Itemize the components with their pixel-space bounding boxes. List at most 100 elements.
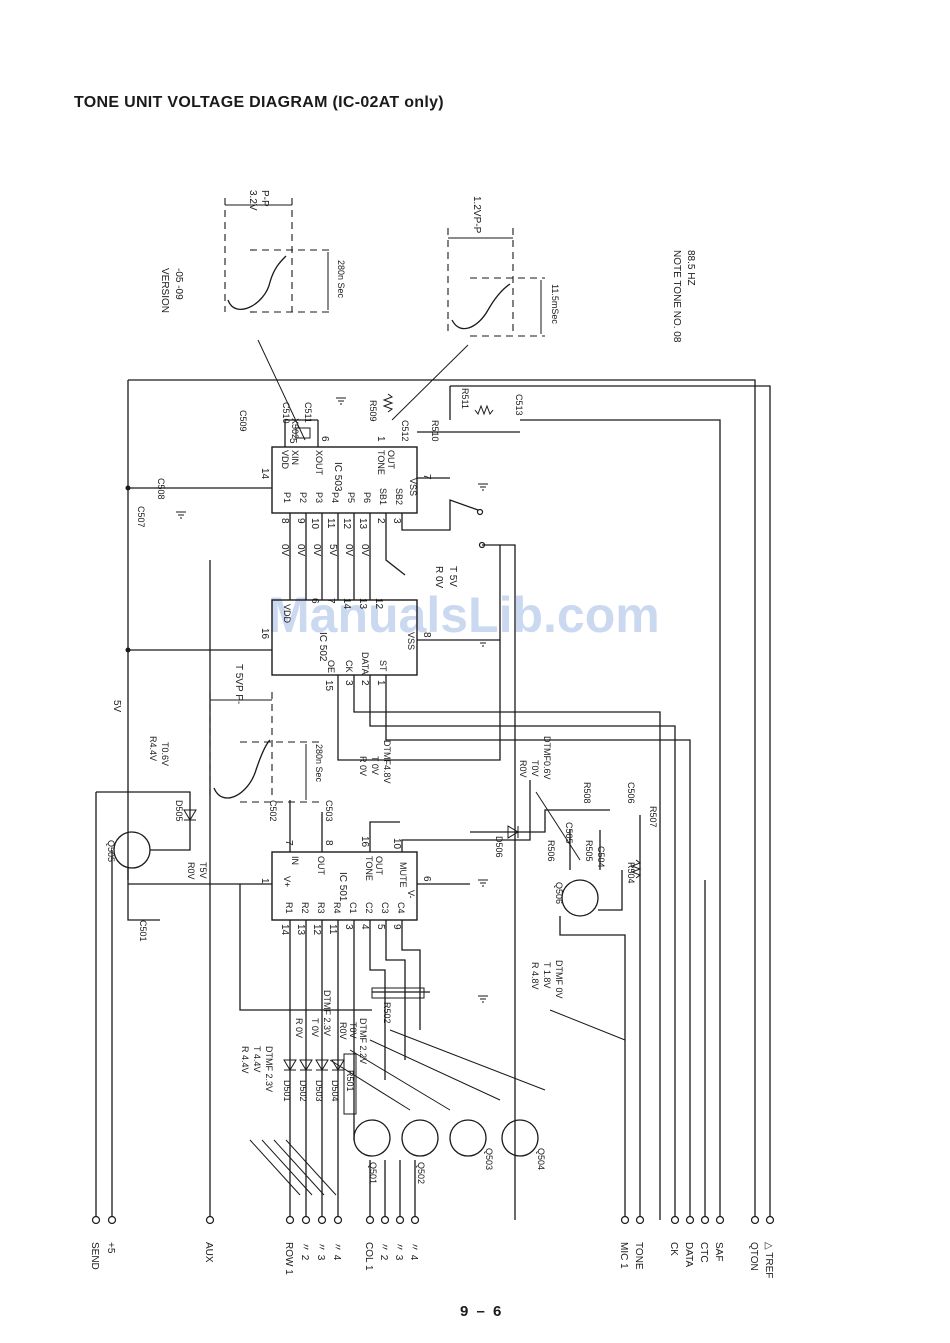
ic501: IC 501 V+ IN OUT TONE OUT MUTE V- R1 R2 … xyxy=(259,836,432,936)
terminal-data[interactable] xyxy=(685,1215,695,1225)
terminal-qton[interactable] xyxy=(750,1215,760,1225)
ic502-pin-num: 8 xyxy=(421,632,432,638)
tone-note-line1: NOTE TONE NO. 08 xyxy=(671,250,682,343)
terminal-label: COL 1 xyxy=(363,1242,374,1271)
terminal-col2[interactable] xyxy=(380,1215,390,1225)
c506-label: C506 xyxy=(626,782,636,804)
ic502-name: IC 502 xyxy=(317,632,328,662)
ic503: IC 503 VDD XIN XOUT TONE OUT VSS P1 P2 P… xyxy=(259,436,432,530)
waveform-2: 1.2VP-P 11.5mSec xyxy=(391,196,560,421)
ic501-pin-c4: C4 xyxy=(396,902,406,914)
ic502-pin-num: 14 xyxy=(341,598,352,610)
d502-r-voltage: R 0V xyxy=(294,1018,304,1038)
ic503-pin-num: 13 xyxy=(357,518,368,530)
q505-r-voltage: R4.4V xyxy=(148,736,158,761)
r502-t-voltage: T 1.8V xyxy=(542,962,552,988)
ic501-pin-r2: R2 xyxy=(300,902,310,914)
version-label: VERSION xyxy=(159,268,170,313)
terminal-plus5[interactable] xyxy=(107,1215,117,1225)
terminal-col1[interactable] xyxy=(365,1215,375,1225)
p4-voltage: 5V xyxy=(327,544,338,557)
c504-label: C504 xyxy=(596,846,606,868)
r507-label: R507 xyxy=(648,806,658,828)
ic502-pin-ck: CK xyxy=(344,660,354,673)
terminal-row2[interactable] xyxy=(301,1215,311,1225)
terminal-mic1[interactable] xyxy=(620,1215,630,1225)
ic501-pin-num: 14 xyxy=(279,924,290,936)
terminal-aux[interactable] xyxy=(205,1215,215,1225)
ic501-pin-r3: R3 xyxy=(316,902,326,914)
ic503-pin-p3: P3 xyxy=(314,492,324,503)
r501-dtmf-voltage: DTMF 2.2V xyxy=(358,1018,368,1064)
ic501-pin-vminus: V- xyxy=(406,890,416,899)
terminal-tref[interactable] xyxy=(765,1215,775,1225)
q505-bias-t-voltage: T5V xyxy=(198,862,208,879)
ic501-pin-num: 5 xyxy=(375,924,386,930)
c502-label: C502 xyxy=(268,800,278,822)
ic503-pin-num: 11 xyxy=(325,518,336,529)
q505-t-voltage: T0.6V xyxy=(160,742,170,766)
ic501-pin-c3: C3 xyxy=(380,902,390,914)
ic503-pin-num: 10 xyxy=(309,518,320,530)
d505-label: D505 xyxy=(174,800,184,822)
r501-r-voltage: R0V xyxy=(338,1022,348,1040)
ic503-name: IC 503 xyxy=(332,462,343,492)
tone-note-line2: 88.5 HZ xyxy=(685,250,696,286)
ic503-pin-p2: P2 xyxy=(298,492,308,503)
q502-label: Q502 xyxy=(416,1162,426,1184)
c505-label: C505 xyxy=(564,822,574,844)
ic502-pin-vss: VSS xyxy=(406,632,416,650)
ic503-pin-num: 5 xyxy=(287,438,298,444)
d501-r-voltage: R 4.4V xyxy=(240,1046,250,1074)
terminal-row4[interactable] xyxy=(333,1215,343,1225)
terminal-label: TONE xyxy=(633,1242,644,1270)
terminal-col3[interactable] xyxy=(395,1215,405,1225)
d502-label: D502 xyxy=(298,1080,308,1102)
ic501-pin-num: 9 xyxy=(391,924,402,930)
terminal-label: SEND xyxy=(89,1242,100,1270)
ic502-pin-num: 2 xyxy=(359,680,370,686)
q506-t-voltage: T0V xyxy=(530,760,540,777)
r502-label: R502 xyxy=(382,1002,392,1024)
ic501-pin-mute: MUTE xyxy=(398,862,408,888)
ic502-pin-num: 15 xyxy=(323,680,334,692)
d501-t-voltage: T 4.4V xyxy=(252,1046,262,1072)
terminal-tone[interactable] xyxy=(635,1215,645,1225)
terminal-send[interactable] xyxy=(91,1215,101,1225)
d506-label: D506 xyxy=(494,836,504,858)
q506-r-voltage: R0V xyxy=(518,760,528,778)
r502-r-voltage: R 4.8V xyxy=(530,962,540,990)
terminal-ctc[interactable] xyxy=(700,1215,710,1225)
terminal-row3[interactable] xyxy=(317,1215,327,1225)
p3-voltage: 0V xyxy=(311,544,322,557)
ic502-pin-num: 7 xyxy=(325,598,336,604)
terminal-ck[interactable] xyxy=(670,1215,680,1225)
w2-time-label: 11.5mSec xyxy=(550,284,560,324)
w3-time-label: 280n Sec xyxy=(314,744,324,783)
r508-label: R508 xyxy=(582,782,592,804)
ic501-pin-num: 10 xyxy=(391,838,402,850)
q501-label: Q501 xyxy=(368,1162,378,1184)
ic502-pin-oe: OE xyxy=(326,660,336,673)
ic503-pin-num: 3 xyxy=(391,518,402,524)
w2-amp-label: 1.2VP-P xyxy=(471,196,482,234)
ic502-pin-num: 16 xyxy=(259,628,270,640)
c508-label: C508 xyxy=(156,478,166,500)
c507-label: C507 xyxy=(136,506,146,528)
terminal-saf[interactable] xyxy=(715,1215,725,1225)
p6-voltage: 0V xyxy=(359,544,370,557)
terminal-col4[interactable] xyxy=(410,1215,420,1225)
ic501-pin-tone: TONE xyxy=(364,856,374,881)
ic503-pin-num: 14 xyxy=(259,468,270,480)
ic501-pin-in: IN xyxy=(290,856,300,865)
5v-label: 5V xyxy=(111,700,122,713)
ic503-pin-xout: XOUT xyxy=(314,450,324,476)
ic502-pin-num: 3 xyxy=(343,680,354,686)
page-title: TONE UNIT VOLTAGE DIAGRAM (IC-02AT only) xyxy=(74,94,444,111)
ic501-pin-num: 4 xyxy=(359,924,370,930)
d503-label: D503 xyxy=(314,1080,324,1102)
terminal-row1[interactable] xyxy=(285,1215,295,1225)
r502-body xyxy=(371,987,425,999)
terminal-labels: SEND +5 AUX ROW 1 〃 2 〃 3 〃 4 COL 1 〃 2 … xyxy=(89,1242,774,1278)
terminal-label: +5 xyxy=(105,1242,116,1254)
